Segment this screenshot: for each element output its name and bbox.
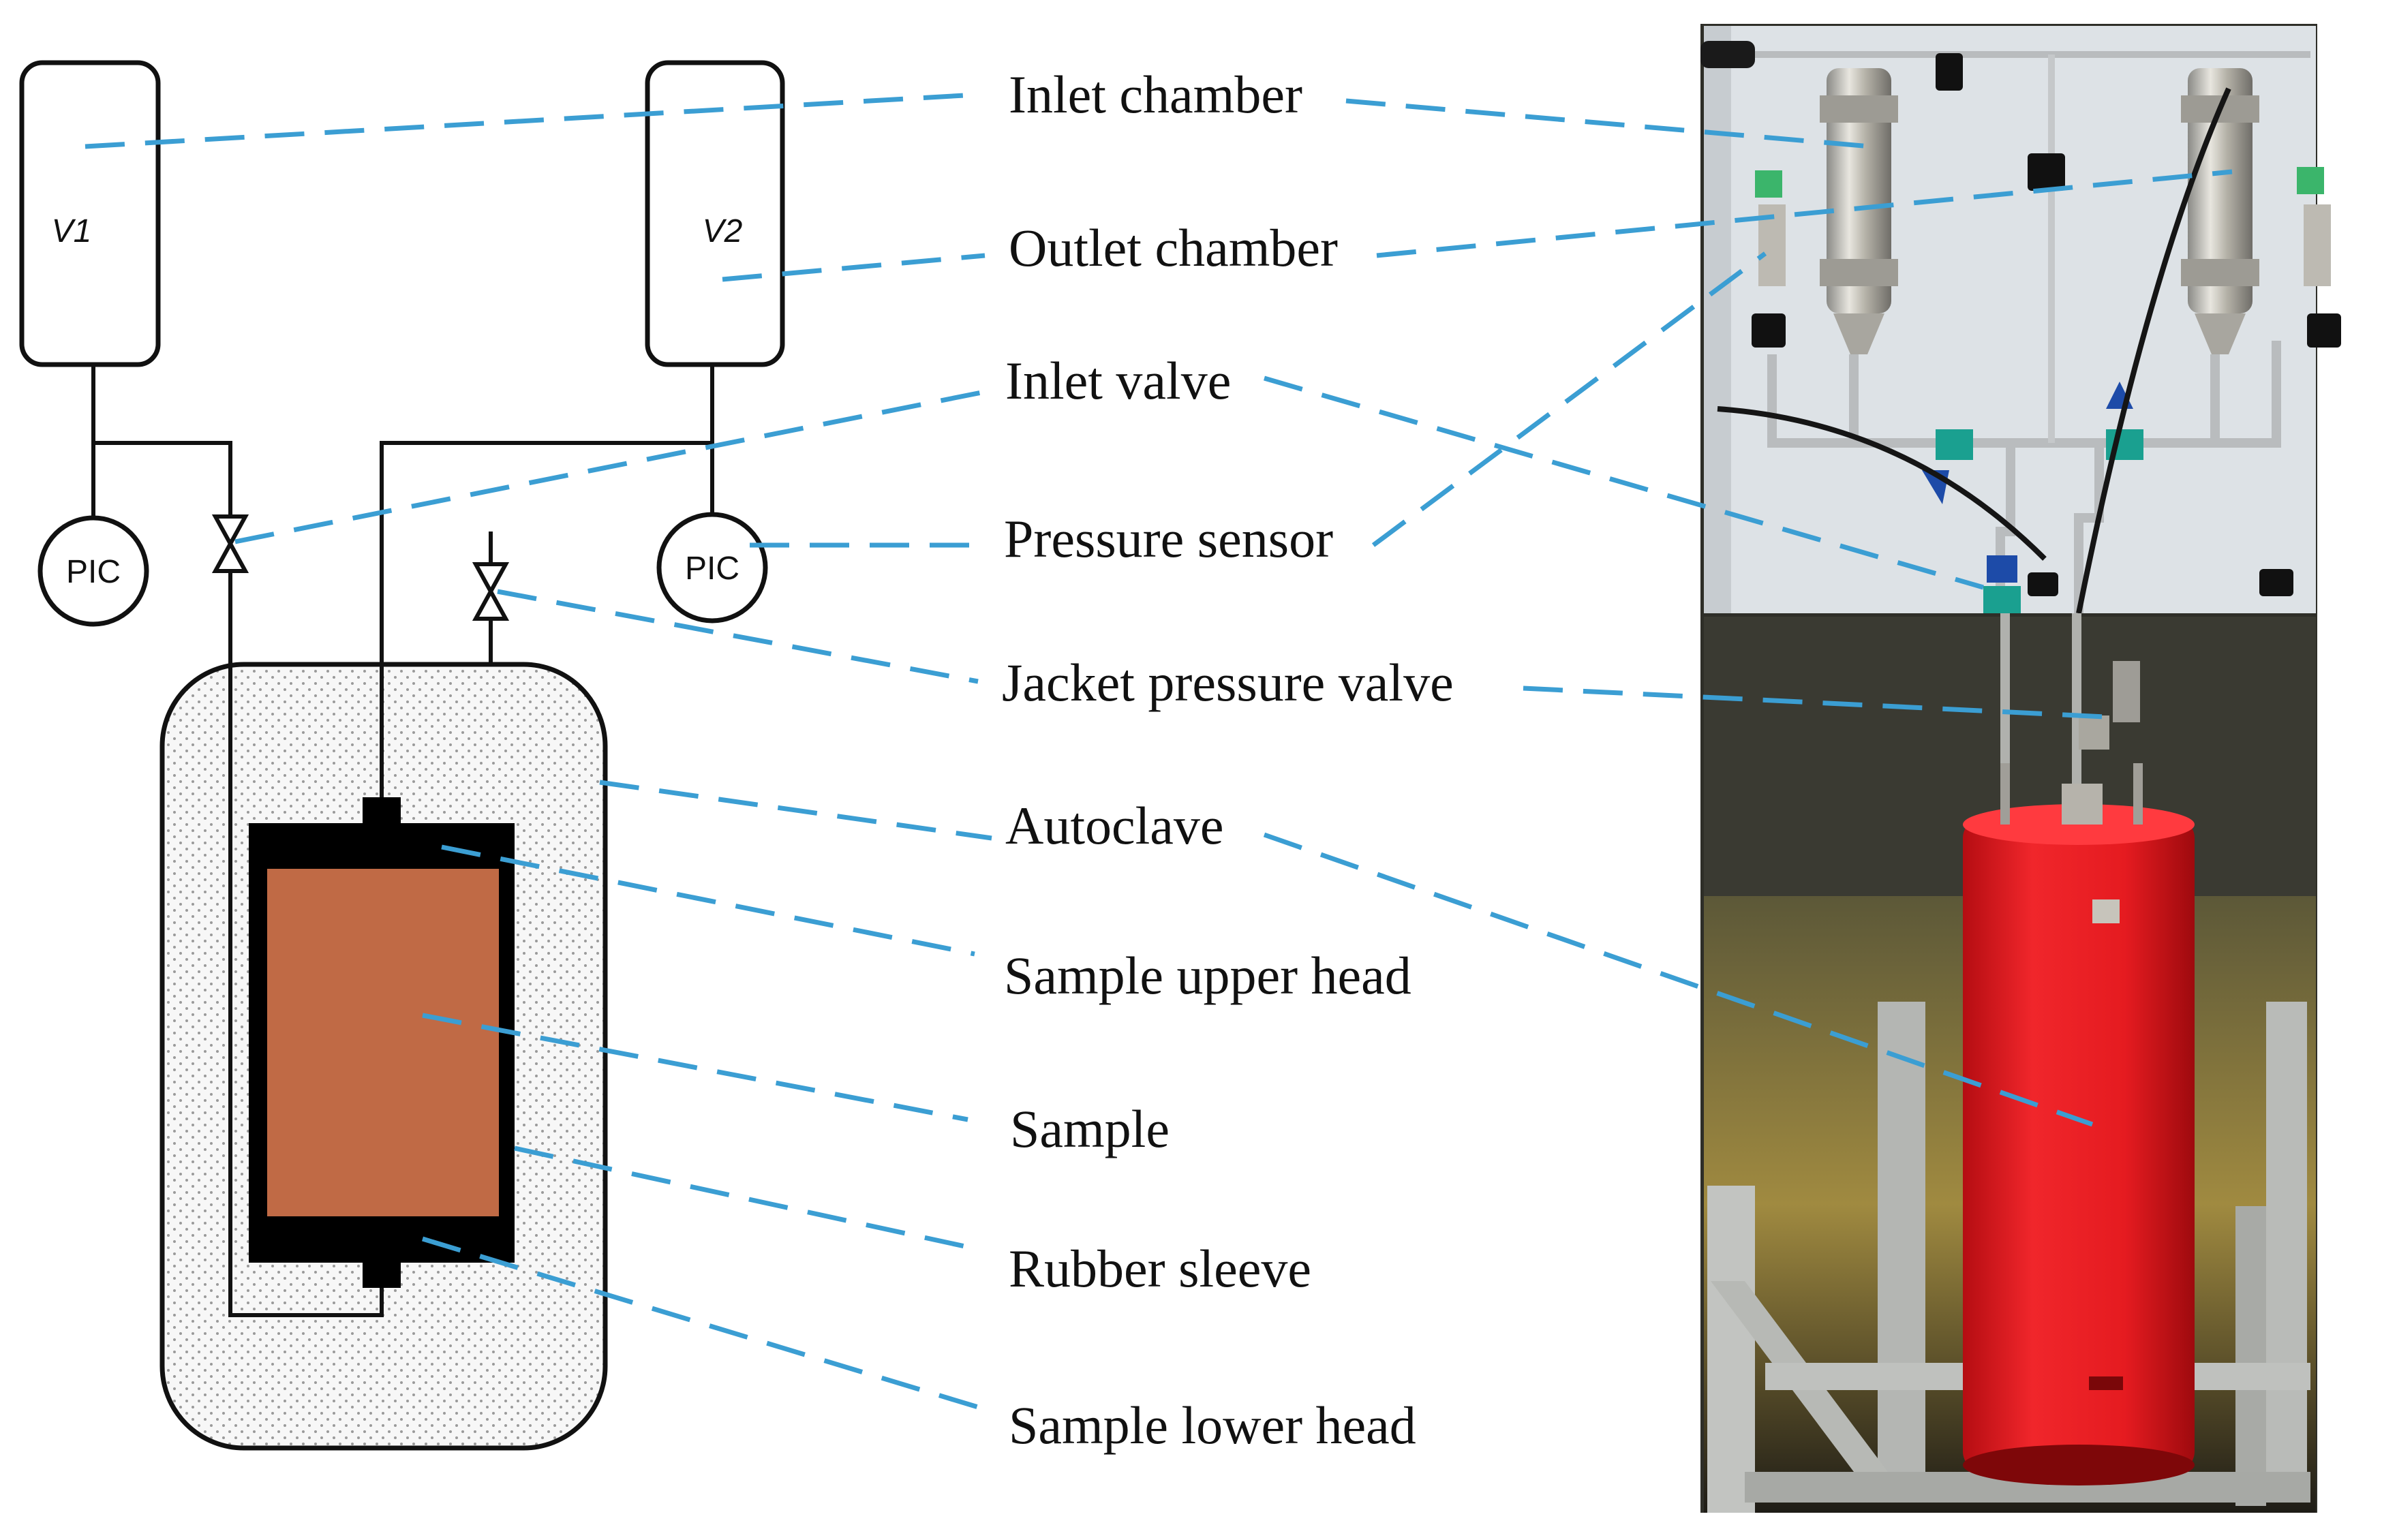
photo-outlet-chamber: [2188, 68, 2253, 313]
leader-outlet-chamber-right: [1376, 169, 2233, 258]
sample-lower-head: [363, 1261, 401, 1288]
label-outlet-chamber: Outlet chamber: [1009, 218, 1338, 277]
leader-pressure-sensor-right: [1371, 251, 1767, 547]
label-sample: Sample: [1010, 1099, 1170, 1158]
label-autoclave: Autoclave: [1005, 796, 1224, 855]
vessel-v1-label: V1: [52, 213, 92, 249]
leader-outlet-chamber-left: [722, 253, 986, 282]
leader-autoclave-right: [1263, 832, 2094, 1127]
vessel-v2: [645, 60, 785, 367]
label-inlet-valve: Inlet valve: [1005, 351, 1231, 410]
label-jacket-pressure-valve: Jacket pressure valve: [1002, 653, 1454, 712]
leader-upper-head: [441, 844, 975, 957]
jacket-valve-symbol: [472, 562, 510, 621]
photo-inlet-chamber: [1827, 68, 1891, 313]
leader-inlet-valve-left: [234, 389, 986, 544]
setup-photo: [1700, 24, 2341, 1513]
pic-1-sensor: [37, 515, 149, 627]
label-sample-upper-head: Sample upper head: [1004, 946, 1411, 1005]
leader-rubber-sleeve: [514, 1145, 968, 1250]
leader-autoclave-left: [599, 780, 992, 841]
pic-2-label: PIC: [685, 551, 739, 587]
schematic: V1 V2 PIC PIC: [19, 60, 785, 1451]
leader-inlet-valve-right: [1264, 375, 1984, 590]
photo-autoclave: [1963, 818, 2195, 1472]
vessel-v2-label: V2: [703, 213, 743, 249]
vessel-v1: [19, 60, 161, 367]
inlet-valve-symbol: [211, 514, 249, 573]
leader-jacket-valve-left: [497, 589, 979, 684]
leader-lower-head: [421, 1236, 979, 1410]
pic-1-label: PIC: [66, 554, 121, 590]
inlet-pipe: [91, 365, 384, 1317]
photo-frame-left: [1878, 1002, 1925, 1479]
label-sample-lower-head: Sample lower head: [1009, 1396, 1416, 1455]
labels: Inlet chamber Outlet chamber Inlet valve…: [1002, 65, 1454, 1455]
label-pressure-sensor: Pressure sensor: [1004, 509, 1333, 568]
label-rubber-sleeve: Rubber sleeve: [1009, 1239, 1311, 1298]
label-inlet-chamber: Inlet chamber: [1009, 65, 1302, 124]
leader-sample: [422, 1013, 968, 1122]
pic-2-sensor: [656, 512, 768, 623]
leader-inlet-chamber-right: [1345, 98, 1872, 149]
sample-core: [267, 869, 499, 1216]
leader-lines: [85, 93, 2233, 1410]
leader-jacket-valve-right: [1523, 686, 2120, 720]
sample-upper-head: [363, 797, 401, 825]
leader-inlet-chamber-left: [85, 93, 965, 149]
outlet-pipe: [380, 365, 714, 797]
